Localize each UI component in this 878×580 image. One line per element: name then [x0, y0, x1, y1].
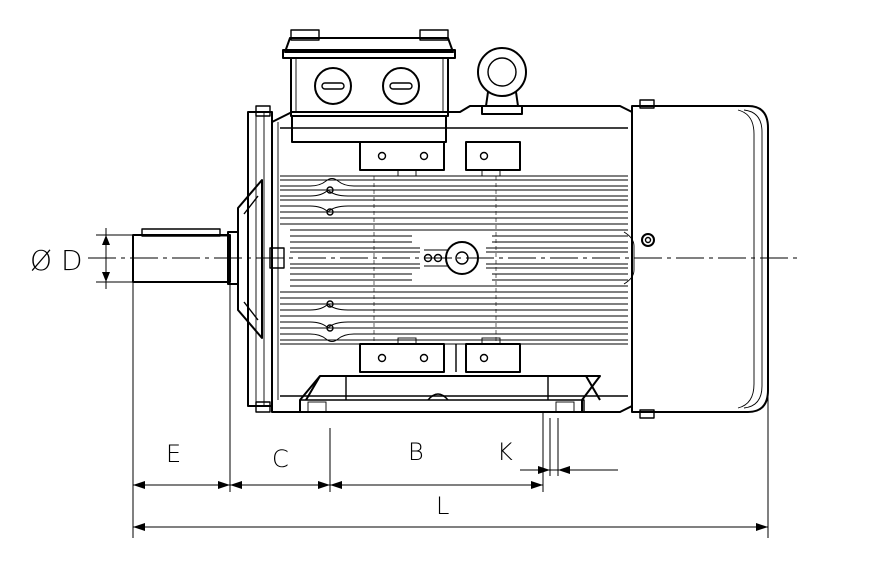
motor-shaft: [132, 228, 231, 283]
upper-mounting-pad-right: [465, 141, 521, 177]
dimension-extension-lines: [132, 258, 769, 538]
drive-end-shield: [227, 105, 285, 413]
dimension-diameter-d: Ø D: [30, 228, 133, 289]
dimension-l: L: [133, 492, 768, 531]
lower-mounting-pad-left: [359, 337, 445, 373]
cooling-fins-lower: [280, 263, 628, 345]
frame-center-boss: [423, 241, 479, 275]
fin-bolt-markers: [326, 176, 497, 344]
mounting-foot: [299, 375, 601, 413]
dimension-l-label: L: [436, 492, 449, 520]
fan-cover: [623, 99, 769, 419]
terminal-box: [282, 29, 456, 143]
dimension-e-label: E: [166, 440, 181, 468]
diameter-d-label: Ø D: [30, 244, 83, 277]
dimension-k-label: K: [497, 438, 513, 466]
terminal-box-cable-gland-1: [314, 67, 352, 105]
dimension-chain-e-c-b: [133, 481, 543, 489]
dimension-c-label: C: [272, 445, 289, 473]
lifting-eye: [477, 47, 527, 115]
terminal-box-cable-gland-2: [382, 67, 420, 105]
dimension-k: K: [497, 438, 618, 474]
upper-mounting-pad-left: [359, 141, 445, 177]
dimension-b-label: B: [408, 438, 424, 466]
cooling-fins-upper: [280, 175, 628, 253]
lower-mounting-pad-right: [455, 337, 521, 373]
motor-frame: [271, 105, 633, 413]
